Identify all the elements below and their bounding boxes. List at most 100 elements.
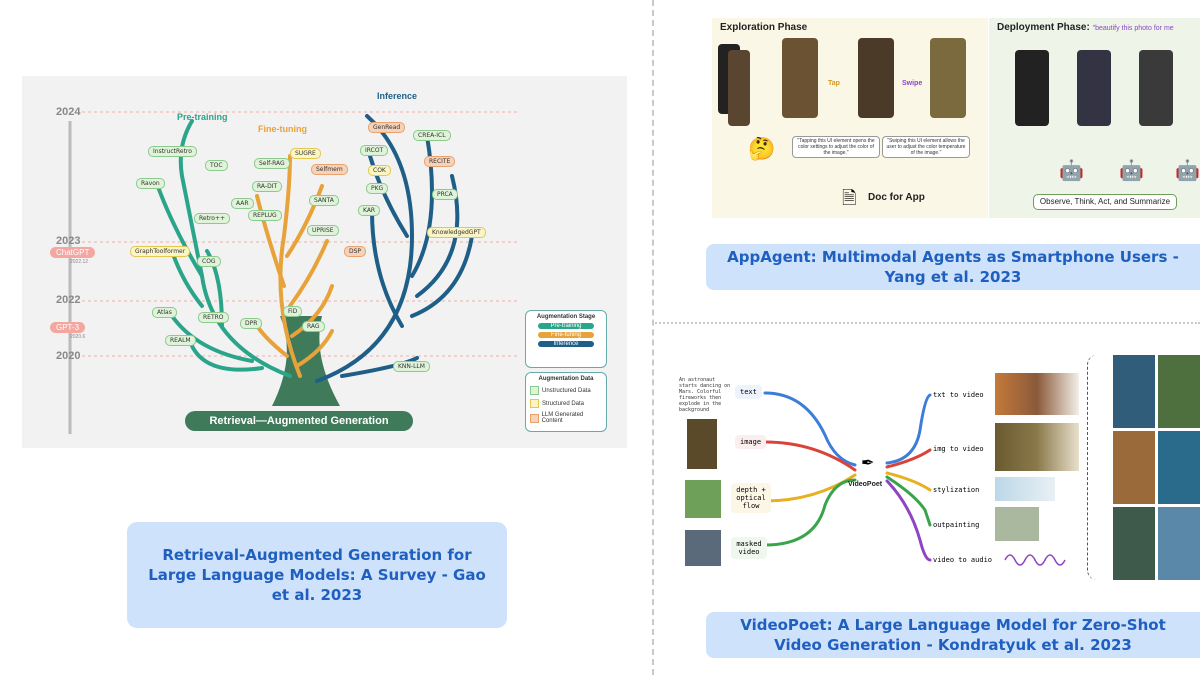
rag-node: GenRead (368, 122, 406, 133)
robot-icon: 🤖 (1175, 160, 1200, 182)
legend-title: Augmentation Data (538, 376, 594, 382)
phone-screenshot (1015, 50, 1049, 126)
output-txt-to-video: txt to video (933, 391, 984, 399)
output-img-to-video: img to video (933, 445, 984, 453)
rag-node: Self-RAG (254, 158, 290, 169)
year-label: 2024 (56, 106, 81, 118)
videopoet-diagram (763, 391, 1066, 566)
gallery-thumbnail (1158, 355, 1200, 428)
rag-node: Atlas (152, 307, 177, 318)
legend-title: Augmentation Stage (536, 314, 596, 320)
rag-node: GraphToolformer (130, 246, 191, 257)
deployment-label: Deployment Phase: (997, 22, 1090, 33)
rag-figure-title: Retrieval—Augmented Generation (185, 411, 413, 431)
swipe-note: "Swiping this UI element allows the user… (882, 136, 970, 158)
horizontal-divider (652, 322, 1200, 324)
rag-node: KnowledgedGPT (427, 227, 486, 238)
phone-screenshot (782, 38, 818, 118)
phone-screenshot (1139, 50, 1173, 126)
deployment-prompt: "beautify this photo for me (1092, 25, 1174, 32)
gallery-thumbnail (1158, 431, 1200, 504)
rag-node: RA-DIT (252, 181, 283, 192)
milestone-date: 2022.12 (70, 259, 89, 265)
legend-augmentation-data: Augmentation Data Unstructured Data Stru… (525, 372, 607, 432)
stylization-frames (995, 477, 1055, 501)
legend-item: LLM Generated Content (530, 412, 602, 424)
phone-screenshot (930, 38, 966, 118)
outpainting-frames (995, 507, 1039, 541)
videopoet-figure: An astronaut starts dancing on Mars. Col… (675, 355, 1200, 585)
rag-node: REALM (165, 335, 196, 346)
caption-appagent: AppAgent: Multimodal Agents as Smartphon… (706, 244, 1200, 290)
caption-videopoet-text: VideoPoet: A Large Language Model for Ze… (740, 615, 1166, 654)
rag-tree-diagram (68, 111, 517, 434)
doc-for-app-label: Doc for App (868, 192, 925, 203)
caption-videopoet: VideoPoet: A Large Language Model for Ze… (706, 612, 1200, 658)
rag-node: RAG (302, 321, 325, 332)
appagent-deployment-panel: Deployment Phase: "beautify this photo f… (989, 18, 1200, 218)
stage-label-pretraining: Pre-training (177, 112, 228, 122)
deployment-phase-title: Deployment Phase: "beautify this photo f… (997, 22, 1174, 33)
legend-item: Unstructured Data (530, 386, 602, 395)
rag-node: PKG (366, 183, 389, 194)
legend-item: Fine-tuning (538, 332, 594, 338)
rag-node: SUGRE (290, 148, 321, 159)
robot-icon: 🤖 (1059, 160, 1084, 182)
caption-appagent-text: AppAgent: Multimodal Agents as Smartphon… (727, 247, 1179, 286)
legend-item: Structured Data (530, 399, 602, 408)
gallery-thumbnail (1113, 355, 1155, 428)
caption-rag: Retrieval-Augmented Generation for Large… (127, 522, 507, 628)
txt-to-video-frames (995, 373, 1079, 415)
input-text: text (735, 385, 762, 399)
robot-icon: 🤖 (1119, 160, 1144, 182)
gallery-thumbnail (1113, 431, 1155, 504)
rag-node: AAR (231, 198, 254, 209)
exploration-phase-title: Exploration Phase (720, 22, 808, 33)
output-outpainting: outpainting (933, 521, 980, 529)
rag-node: IRCOT (360, 145, 389, 156)
rag-node: InstructRetro (148, 146, 197, 157)
caption-rag-text: Retrieval-Augmented Generation for Large… (148, 545, 486, 605)
rag-node: KNN-LLM (393, 361, 430, 372)
phone-screenshot (1077, 50, 1111, 126)
stage-label-finetuning: Fine-tuning (258, 124, 307, 134)
legend-augmentation-stage: Augmentation Stage Pre-training Fine-tun… (525, 310, 607, 368)
rag-node: DSP (344, 246, 367, 257)
milestone-date: 2020.6 (70, 334, 86, 340)
rag-node: COK (368, 165, 391, 176)
stage-label-inference: Inference (377, 91, 418, 101)
legend-label: Unstructured Data (542, 387, 591, 394)
gallery-brace (1087, 355, 1100, 580)
rag-node: KAR (358, 205, 381, 216)
rag-node: DPR (240, 318, 263, 329)
output-video-to-audio: video to audio (933, 556, 993, 564)
milestone-gpt3: GPT-3 (50, 322, 86, 333)
document-icon: 🗎 (842, 188, 857, 208)
legend-item: Pre-training (538, 323, 594, 329)
tap-note: "Tapping this UI element opens the color… (792, 136, 880, 158)
rag-node: REPLUG (248, 210, 282, 221)
year-label: 2023 (56, 235, 81, 247)
rag-node: RECITE (424, 156, 456, 167)
pen-nib-icon: ✒ (861, 455, 875, 472)
rag-node: CREA-ICL (413, 130, 451, 141)
phone-screenshot (858, 38, 894, 118)
year-label: 2022 (56, 294, 81, 306)
rag-node: COG (197, 256, 221, 267)
gallery-thumbnail (1158, 507, 1200, 580)
rag-node: Selfmem (311, 164, 348, 175)
img-to-video-frames (995, 423, 1079, 471)
legend-label: LLM Generated Content (541, 412, 584, 424)
gallery-thumbnail (1113, 507, 1155, 580)
tap-label: Tap (828, 80, 840, 87)
legend-item: Inference (538, 341, 594, 347)
rag-node: Retro++ (194, 213, 231, 224)
rag-node: SANTA (309, 195, 339, 206)
rag-node: FiD (283, 306, 303, 317)
swipe-label: Swipe (902, 80, 923, 87)
input-image: image (735, 435, 767, 449)
videopoet-model-label: VideoPoet (848, 481, 883, 488)
depth-image (685, 480, 721, 518)
rag-figure: 2024 2023 2022 2020 ChatGPT 2022.12 GPT-… (22, 76, 627, 448)
text-prompt: An astronaut starts dancing on Mars. Col… (679, 377, 731, 413)
